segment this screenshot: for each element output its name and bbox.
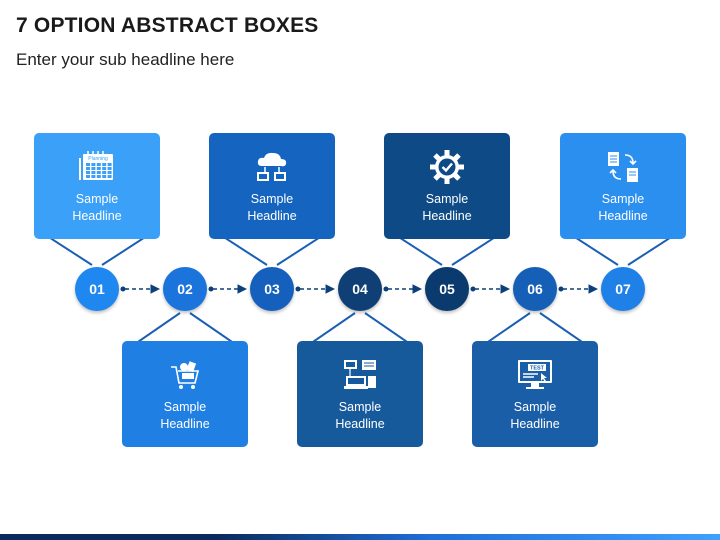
step-number-01: 01 — [75, 267, 119, 311]
option-box-07: Sample Headline — [560, 133, 686, 239]
box-headline: Sample Headline — [247, 192, 297, 223]
gear-check-icon — [384, 149, 510, 185]
step-number-07: 07 — [601, 267, 645, 311]
step-number-04: 04 — [338, 267, 382, 311]
box-headline: Sample Headline — [422, 192, 472, 223]
option-box-04: Sample Headline — [297, 341, 423, 447]
test-label: TEST — [530, 366, 545, 372]
box-headline: Sample Headline — [598, 192, 648, 223]
page-title: 7 OPTION ABSTRACT BOXES — [16, 14, 319, 37]
box-headline: Sample Headline — [335, 400, 385, 431]
box-headline: Sample Headline — [160, 400, 210, 431]
shopping-cart-icon — [122, 357, 248, 393]
option-box-01: Planning Sample Headline — [34, 133, 160, 239]
option-box-06: TEST Sample Headline — [472, 341, 598, 447]
option-box-03: Sample Headline — [209, 133, 335, 239]
step-number-02: 02 — [163, 267, 207, 311]
planning-calendar-icon: Planning — [34, 149, 160, 185]
planning-label: Planning — [88, 156, 108, 162]
box-headline: Sample Headline — [510, 400, 560, 431]
arrow-start-dot — [208, 286, 214, 292]
arrow-start-dot — [558, 286, 564, 292]
arrow-start-dot — [470, 286, 476, 292]
computer-network-icon — [297, 357, 423, 393]
option-box-05: Sample Headline — [384, 133, 510, 239]
page-subtitle: Enter your sub headline here — [16, 50, 235, 69]
footer-bar — [0, 534, 720, 540]
test-monitor-icon: TEST — [472, 357, 598, 393]
step-number-05: 05 — [425, 267, 469, 311]
arrow-start-dot — [295, 286, 301, 292]
option-box-02: Sample Headline — [122, 341, 248, 447]
box-headline: Sample Headline — [72, 192, 122, 223]
step-number-06: 06 — [513, 267, 557, 311]
arrow-start-dot — [383, 286, 389, 292]
arrow-start-dot — [120, 286, 126, 292]
cloud-network-icon — [209, 149, 335, 185]
step-number-03: 03 — [250, 267, 294, 311]
document-exchange-icon — [560, 149, 686, 185]
